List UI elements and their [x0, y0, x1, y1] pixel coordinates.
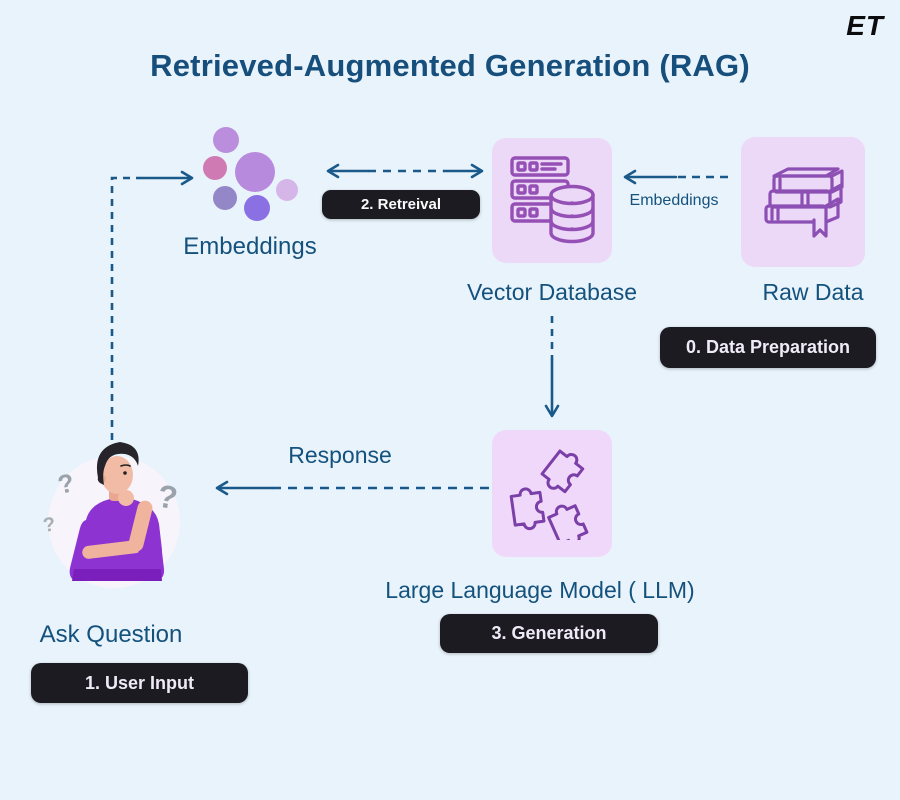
user-to-embeddings-dashed: [110, 176, 140, 440]
thinking-person-illustration: ? ? ?: [42, 442, 180, 588]
puzzle-pieces-icon: [509, 449, 589, 540]
raw-data-node: [741, 137, 865, 267]
llm-node: [492, 430, 612, 557]
svg-text:?: ?: [42, 513, 57, 536]
svg-text:?: ?: [55, 467, 77, 500]
embeddings-edge-label: Embeddings: [629, 192, 719, 209]
retrieval-badge: 2. Retreival: [322, 190, 480, 219]
embeddings-label: Embeddings: [183, 233, 317, 260]
response-label: Response: [288, 442, 392, 468]
raw-data-label: Raw Data: [762, 279, 864, 305]
generation-badge: 3. Generation: [440, 614, 658, 653]
data-preparation-badge: 0. Data Preparation: [660, 327, 876, 368]
et-logo: ET: [846, 10, 884, 41]
user-input-badge: 1. User Input: [31, 663, 248, 703]
llm-label: Large Language Model ( LLM): [385, 577, 695, 603]
ask-question-label: Ask Question: [39, 621, 183, 648]
vector-database-node: [492, 138, 612, 263]
embedding-dots-cluster-icon: [203, 127, 298, 221]
page-title: Retrieved-Augmented Generation (RAG): [150, 48, 750, 83]
books-icon: [764, 167, 844, 238]
vector-database-label: Vector Database: [466, 279, 638, 305]
server-database-icon: [510, 155, 595, 243]
